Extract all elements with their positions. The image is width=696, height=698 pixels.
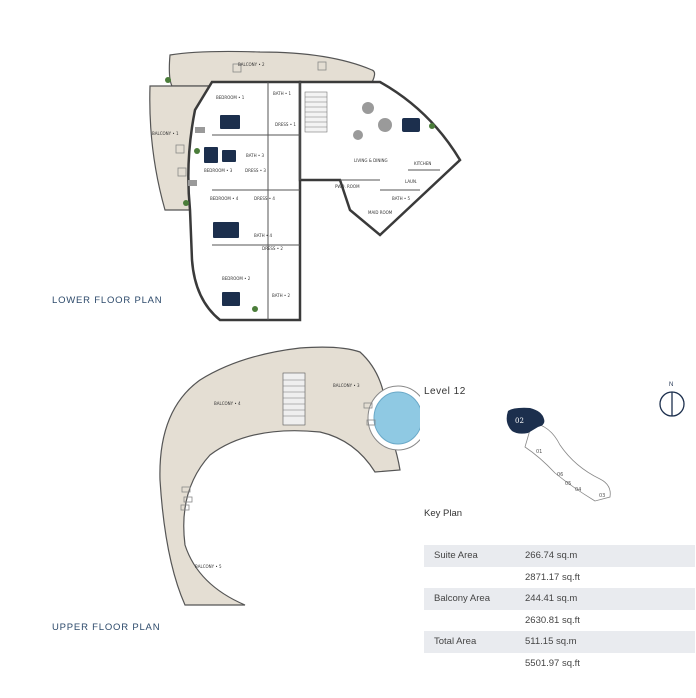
suite-area-sqm: 266.74 sq.m <box>525 545 695 567</box>
suite-area-label: Suite Area <box>424 545 525 567</box>
total-area-label: Total Area <box>424 631 525 653</box>
compass-icon <box>659 391 685 417</box>
level-label: Level 12 <box>424 386 466 397</box>
key-plan-unit-04-label: 04 <box>575 487 581 493</box>
suite-area-sqft: 2871.17 sq.ft <box>525 571 580 583</box>
balcony-area-sqft: 2630.81 sq.ft <box>525 614 580 626</box>
table-row: Suite Area 266.74 sq.m <box>424 545 695 567</box>
bath-1-label: BATH • 1 <box>273 91 292 96</box>
lower-interior-left <box>187 80 302 322</box>
laundry-label: LAUN. <box>405 179 417 184</box>
kitchen-label: KITCHEN <box>414 161 431 166</box>
key-plan-unit-02-label: 02 <box>515 417 524 425</box>
bedroom-1-label: BEDROOM • 1 <box>216 95 245 100</box>
bedroom-2-label: BEDROOM • 2 <box>222 276 251 281</box>
compass-north-label: N <box>669 382 674 388</box>
bath-3-label: BATH • 3 <box>246 153 265 158</box>
balcony-1-label: BALCONY • 1 <box>152 131 179 136</box>
dress-2-label: DRESS • 2 <box>262 246 283 251</box>
total-area-sqft: 5501.97 sq.ft <box>525 657 580 669</box>
bath-4-label: BATH • 4 <box>254 233 273 238</box>
total-area-sqm: 511.15 sq.m <box>525 631 695 653</box>
area-table: Suite Area 266.74 sq.m 2871.17 sq.ft Bal… <box>424 545 695 674</box>
upper-floor-plan: BALCONY • 4 BALCONY • 3 BALCONY • 5 <box>159 346 420 606</box>
key-plan-title: Key Plan <box>424 508 463 519</box>
bedroom-3-label: BEDROOM • 3 <box>204 168 233 173</box>
table-row: Total Area 511.15 sq.m <box>424 631 695 653</box>
table-row: 2871.17 sq.ft <box>424 567 695 589</box>
pwd-room-label: PWD. ROOM <box>335 184 360 189</box>
balcony-area-sqm: 244.41 sq.m <box>525 588 695 610</box>
key-plan-unit-03-label: 03 <box>599 493 605 499</box>
table-row: 5501.97 sq.ft <box>424 653 695 675</box>
bedroom-4-label: BEDROOM • 4 <box>210 196 239 201</box>
north-compass: N <box>658 382 688 418</box>
bath-5-label: BATH • 5 <box>392 196 411 201</box>
key-plan-unit-06-label: 06 <box>557 472 563 478</box>
living-dining-label: LIVING & DINING <box>354 158 388 163</box>
key-plan-unit-01-label: 01 <box>536 449 542 455</box>
key-plan-unit-05-label: 05 <box>565 481 571 487</box>
dress-4-label: DRESS • 4 <box>254 196 275 201</box>
maid-room-label: MAID ROOM <box>368 210 393 215</box>
balcony-3-label: BALCONY • 3 <box>333 383 360 388</box>
balcony-4-label: BALCONY • 4 <box>214 401 241 406</box>
balcony-area-label: Balcony Area <box>424 588 525 610</box>
balcony-2-label: BALCONY • 2 <box>238 62 265 67</box>
dress-1-label: DRESS • 1 <box>275 122 296 127</box>
balcony-5-label: BALCONY • 5 <box>195 564 222 569</box>
lower-floor-plan-title: LOWER FLOOR PLAN <box>52 295 163 306</box>
dress-3-label: DRESS • 3 <box>245 168 266 173</box>
upper-floor-plan-title: UPPER FLOOR PLAN <box>52 622 161 633</box>
bath-2-label: BATH • 2 <box>272 293 291 298</box>
lower-floor-plan: BALCONY • 2 BALCONY • 1 BEDROOM • 1 BEDR… <box>149 50 462 322</box>
balcony-2-floor <box>168 50 376 87</box>
table-row: Balcony Area 244.41 sq.m <box>424 588 695 610</box>
key-plan-diagram: 02 01 06 05 04 03 <box>506 407 611 502</box>
table-row: 2630.81 sq.ft <box>424 610 695 632</box>
key-plan-unit-02 <box>506 407 545 434</box>
